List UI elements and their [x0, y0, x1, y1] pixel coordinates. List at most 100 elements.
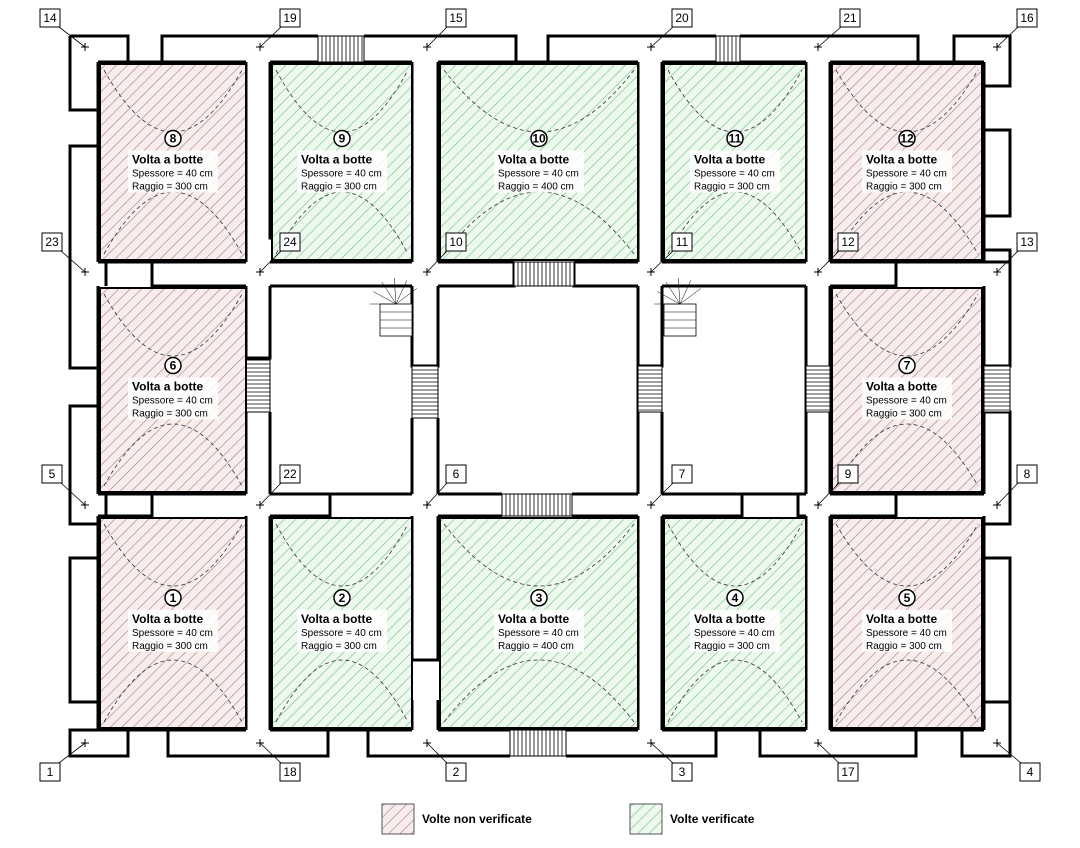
room-number: 12 [900, 131, 914, 145]
node-label: 21 [843, 11, 857, 25]
node-label-box [445, 762, 467, 782]
node-label: 18 [283, 765, 297, 779]
room-number-circle [530, 589, 548, 607]
stair-steps [637, 365, 663, 413]
room-title: Volta a botte [498, 152, 569, 166]
node-label: 7 [679, 467, 686, 481]
node-label-box [671, 464, 693, 484]
vault-arc-top [103, 293, 243, 357]
node-label-box [445, 464, 467, 484]
room-radius: Raggio = 300 cm [866, 409, 942, 420]
node-label: 14 [43, 11, 57, 25]
vault-arc-bottom [103, 423, 243, 487]
node-label-box [39, 762, 61, 782]
vault-arc-bottom [103, 659, 243, 723]
node-label: 16 [1020, 11, 1034, 25]
node-20: 20 [647, 8, 693, 51]
node-label: 10 [449, 235, 463, 249]
label-bg [128, 377, 218, 420]
node-4: 4 [993, 739, 1041, 782]
room-thickness: Spessore = 40 cm [498, 628, 579, 639]
node-label: 9 [845, 467, 852, 481]
node-1: 1 [39, 739, 89, 782]
room-title: Volta a botte [498, 612, 569, 626]
vault-arc-bottom [835, 423, 979, 487]
label-bg [297, 609, 387, 652]
stair-steps [509, 729, 567, 757]
room-radius: Raggio = 300 cm [132, 409, 208, 420]
stair-steps [501, 493, 573, 517]
wall-corridor-bottom-lower [98, 494, 898, 518]
room-number: 11 [729, 131, 742, 145]
node-9: 9 [814, 464, 859, 509]
room-number: 3 [536, 591, 543, 605]
vault-arc-bottom [835, 659, 979, 723]
node-label: 20 [675, 11, 689, 25]
node-label-box [445, 232, 467, 252]
node-3: 3 [647, 739, 693, 782]
node-2: 2 [423, 739, 467, 782]
node-23: 23 [41, 232, 89, 276]
room-number: 4 [732, 591, 739, 605]
node-label-box [837, 762, 859, 782]
vault-arc-top [275, 523, 409, 587]
room-title: Volta a botte [866, 152, 937, 166]
label-bg [862, 150, 952, 193]
room-number: 6 [170, 359, 177, 373]
node-label-box [671, 232, 693, 252]
room-radius: Raggio = 300 cm [866, 181, 942, 192]
stair-steps [715, 35, 741, 63]
room-number-circle [726, 129, 744, 148]
label-bg [297, 150, 387, 193]
label-bg [494, 150, 584, 193]
spiral-stair [370, 278, 417, 337]
room-thickness: Spessore = 40 cm [866, 168, 947, 179]
vault-arc-bottom [667, 191, 803, 255]
node-label: 24 [283, 235, 297, 249]
wall-outer-right [984, 260, 1012, 702]
room-number-circle [164, 129, 182, 148]
room-number: 8 [170, 131, 177, 145]
node-label: 19 [283, 11, 297, 25]
node-label-box [839, 8, 861, 28]
node-8: 8 [993, 464, 1038, 509]
label-bg [862, 377, 952, 420]
steps [245, 35, 1011, 757]
wall-outer-left [68, 36, 130, 758]
node-label-box [837, 232, 859, 252]
room-number: 9 [339, 131, 346, 145]
node-label: 8 [1024, 467, 1031, 481]
vault-arc-top [443, 69, 635, 133]
wall-inner-verticals-mid [244, 286, 832, 494]
vault-arc-top [103, 69, 243, 133]
vault-arc-bottom [443, 191, 635, 255]
node-label-box [41, 464, 63, 484]
node-label: 1 [47, 765, 54, 779]
label-bg [690, 150, 780, 193]
room-title: Volta a botte [694, 612, 765, 626]
node-label: 23 [45, 235, 59, 249]
room-thickness: Spessore = 40 cm [694, 168, 775, 179]
node-label: 13 [1020, 235, 1034, 249]
label-bg [128, 609, 218, 652]
room-number-circle [898, 129, 916, 148]
room-title: Volta a botte [132, 380, 203, 394]
room-number-circle [898, 356, 916, 375]
room-radius: Raggio = 400 cm [498, 181, 574, 192]
node-label: 3 [679, 765, 686, 779]
node-label-box [1016, 232, 1038, 252]
node-label: 5 [49, 467, 56, 481]
vault-arc-top [667, 69, 803, 133]
node-18: 18 [256, 739, 301, 782]
room-number-circle [333, 129, 351, 148]
node-5: 5 [41, 464, 89, 509]
wall-corridor-top-lower [104, 262, 898, 288]
room-thickness: Spessore = 40 cm [132, 396, 213, 407]
node-label: 6 [453, 467, 460, 481]
node-label: 2 [453, 765, 460, 779]
